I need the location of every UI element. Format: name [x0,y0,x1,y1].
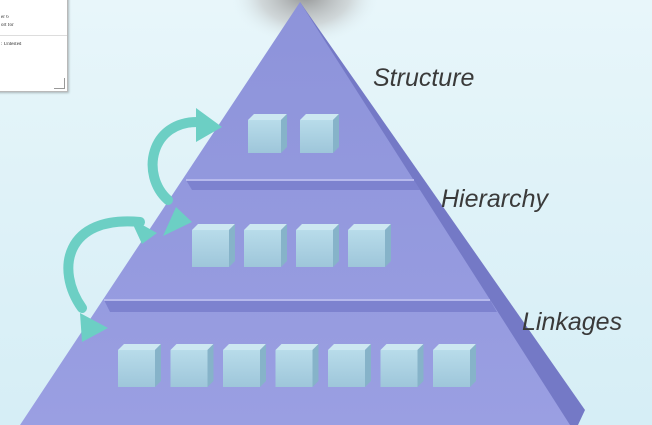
block-cube [348,224,391,267]
arrowhead-icon [80,313,108,342]
block-cube [118,344,161,387]
tier-divider [186,180,420,190]
block-rows [118,114,476,387]
block-cube [275,344,319,387]
block-cube [300,114,339,153]
level-label-hierarchy: Hierarchy [441,185,548,213]
thumbnail-text-line: ort for [1,23,14,28]
level-label-structure: Structure [373,64,475,92]
block-cube [433,344,476,387]
arrowhead-icon [130,218,157,244]
arrowhead-icon [163,207,192,236]
thumbnail-text-line: : Untested [1,42,22,47]
arrowhead-icon [196,108,222,142]
block-cube [170,344,214,387]
block-cube [296,224,339,267]
block-cube [380,344,424,387]
connector-arrows [63,116,205,313]
pyramid-face [20,2,570,425]
tier-divider [104,300,497,312]
arrowheads [80,108,222,342]
block-cube [223,344,266,387]
document-thumbnail: er 6 ort for : Untested [0,0,68,92]
thumbnail-text-line: er 6 [1,15,9,20]
block-cube [248,114,287,153]
cycle-arrow-lower [63,216,145,313]
level-label-linkages: Linkages [522,308,623,336]
block-cube [328,344,371,387]
cycle-arrow-upper [147,116,205,205]
block-cube [244,224,287,267]
thumbnail-divider [0,35,67,36]
resize-grip-icon [54,78,65,89]
block-cube [192,224,235,267]
